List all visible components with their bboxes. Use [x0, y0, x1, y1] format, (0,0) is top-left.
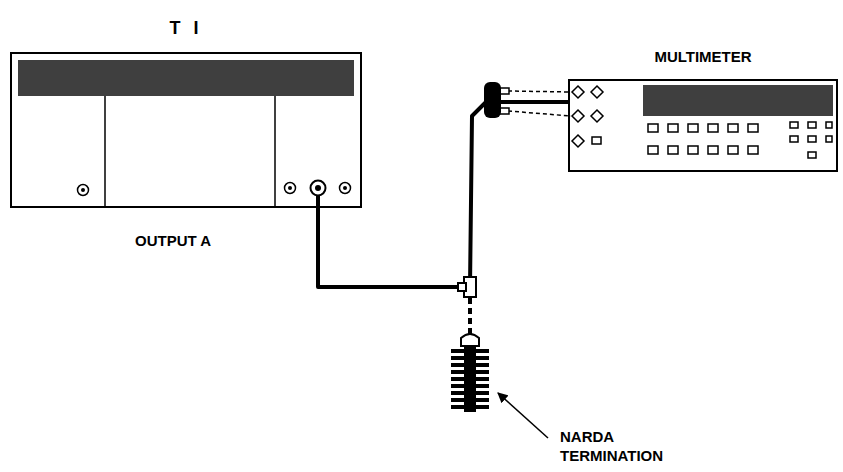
input-jack [572, 135, 584, 147]
ti-display [18, 60, 354, 96]
banana-plug [484, 82, 571, 118]
cable [316, 195, 320, 207]
input-jack [572, 86, 584, 98]
coax-cable [318, 102, 569, 287]
input-jack [591, 86, 603, 98]
panel-divider [104, 96, 106, 206]
port-label: OUTPUT A [135, 232, 211, 251]
output-a-connector [315, 185, 321, 191]
multimeter-front-panel [572, 85, 833, 158]
connector-knob [288, 186, 292, 190]
plug-body [484, 82, 501, 118]
instrument-title: MULTIMETER [570, 48, 836, 65]
connector-knob [340, 183, 351, 194]
connector-knob [78, 185, 89, 196]
connector-knob [343, 186, 347, 190]
ti-front-panel [18, 60, 354, 207]
termination-link [468, 298, 472, 336]
multimeter-display [643, 85, 833, 116]
plug-lead [508, 111, 571, 116]
input-jack [591, 110, 603, 122]
switch [592, 137, 601, 144]
narda-termination [451, 334, 489, 412]
output-a-connector [311, 181, 326, 196]
ti-instrument: T I [10, 52, 362, 208]
leader-arrow [498, 393, 548, 438]
instrument-title: T I [12, 18, 360, 39]
connector-knob [285, 183, 296, 194]
multimeter: MULTIMETER [568, 79, 838, 172]
input-jack [572, 110, 584, 122]
button-row [648, 122, 832, 158]
connector-knob [81, 188, 85, 192]
tee-connector [458, 277, 476, 297]
plug-lead [508, 91, 571, 92]
panel-divider [274, 96, 276, 206]
callout-label: NARDA TERMINATION [560, 428, 682, 466]
